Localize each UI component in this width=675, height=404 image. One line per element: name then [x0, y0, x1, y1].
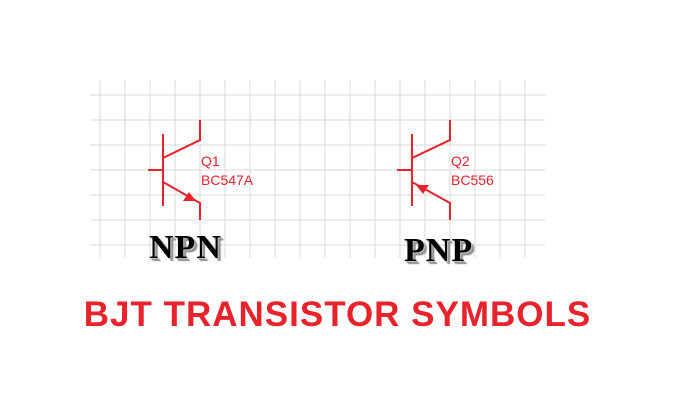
pnp-reference-designator: Q2	[451, 153, 470, 169]
grid	[90, 80, 545, 258]
npn-collector-diagonal	[161, 138, 202, 160]
npn-reference-designator: Q1	[201, 153, 220, 169]
page-title: BJT TRANSISTOR SYMBOLS	[83, 295, 592, 334]
pnp-part-number: BC556	[451, 172, 494, 188]
pnp-transistor-symbol	[397, 120, 452, 220]
pnp-label: PNP	[404, 232, 474, 269]
npn-part-number: BC547A	[201, 172, 254, 188]
pnp-arrow	[416, 185, 429, 194]
npn-transistor-symbol	[148, 120, 202, 220]
pnp-emitter-diagonal-top	[410, 138, 452, 160]
npn-emitter-arrow	[183, 192, 196, 201]
npn-label: NPN	[149, 229, 222, 266]
